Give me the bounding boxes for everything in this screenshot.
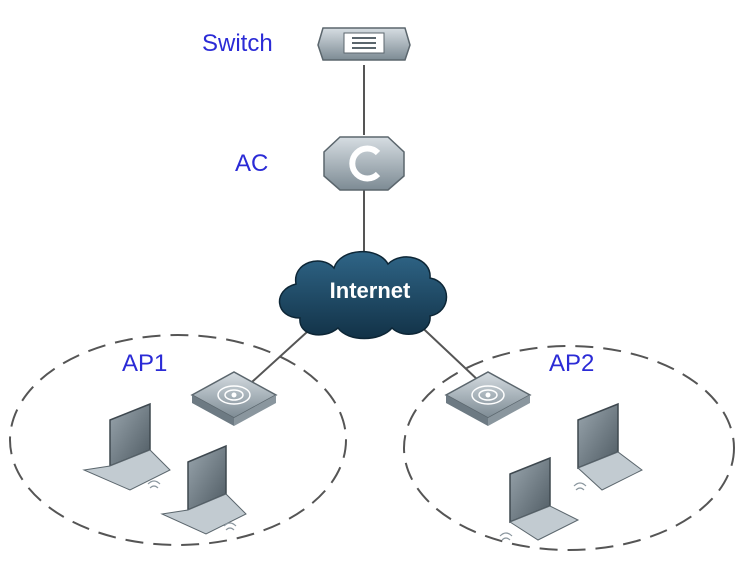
ap2-coverage-area — [403, 345, 735, 551]
ap1-coverage-area — [9, 334, 347, 546]
internet-label: Internet — [329, 278, 411, 303]
switch-label: Switch — [202, 30, 273, 57]
laptop-icon — [160, 444, 247, 535]
laptop-icon — [82, 402, 171, 491]
internet-cloud-icon — [278, 250, 448, 340]
ap1-device-icon — [190, 371, 278, 426]
laptop-icon — [573, 402, 643, 491]
ap2-device-icon — [444, 371, 532, 426]
ap2-label: AP2 — [549, 350, 595, 377]
ap1-label: AP1 — [122, 350, 168, 377]
laptop-icon — [499, 456, 580, 541]
ac-label: AC — [235, 150, 269, 177]
switch-icon — [317, 27, 411, 61]
ac-controller-icon — [323, 136, 405, 191]
